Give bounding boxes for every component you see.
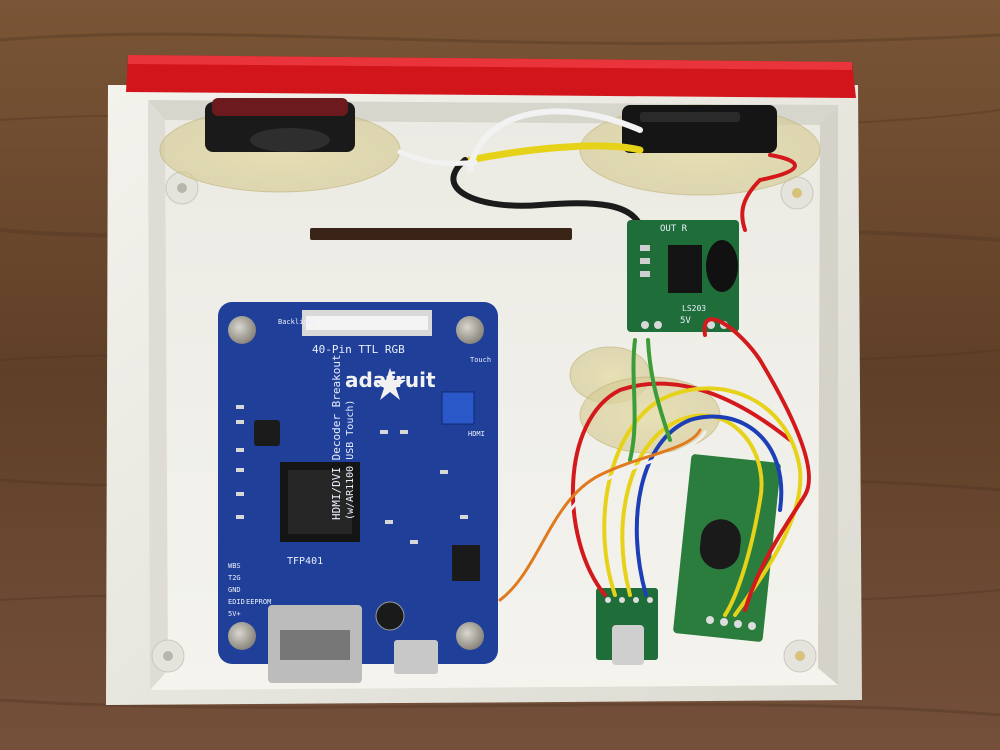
speaker-wires [397, 108, 797, 232]
jumper-wires [498, 317, 811, 617]
speaker-left [205, 98, 355, 152]
usb-c-board [596, 588, 658, 665]
speaker-right [622, 105, 777, 153]
radio-module [673, 454, 781, 642]
amplifier-board [627, 220, 739, 332]
hdmi-decoder-board [218, 302, 498, 683]
